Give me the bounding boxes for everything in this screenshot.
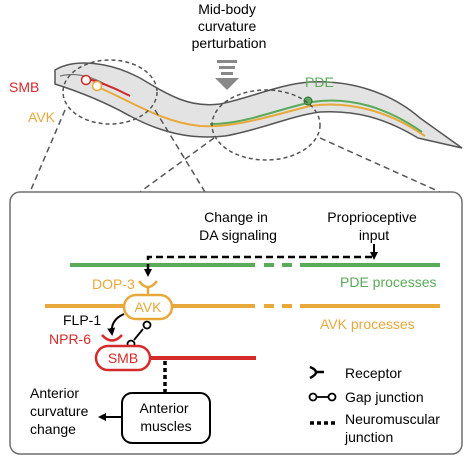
gap-junction-legend-icon: [308, 392, 337, 402]
smb-node-label: SMB: [108, 350, 138, 366]
zoom-guides: [29, 109, 441, 193]
worm-illustration: Mid-body curvature perturbation SMB AVK …: [9, 1, 463, 161]
pde-worm-label: PDE: [305, 74, 334, 90]
smb-worm-label: SMB: [9, 79, 39, 95]
anterior-muscles-label: Anterior muscles: [140, 400, 193, 434]
avk-worm-label: AVK: [28, 109, 56, 125]
receptor-legend-label: Receptor: [345, 365, 402, 381]
flp1-arrow: [107, 313, 125, 336]
dop3-label: DOP-3: [92, 276, 135, 292]
nmj-legend-label: Neuromuscular junction: [344, 411, 444, 445]
proprioceptive-label: Proprioceptive input: [327, 209, 420, 243]
npr6-receptor-icon: [101, 334, 123, 342]
midbody-zoom-circle: [211, 89, 321, 161]
perturbation-label: Mid-body curvature perturbation: [192, 1, 267, 51]
perturbation-arrow-icon: [215, 60, 239, 90]
avk-cell-body: [91, 80, 103, 92]
worm-body: [54, 62, 463, 149]
avk-processes-label: AVK processes: [320, 316, 415, 332]
avk-node: [122, 293, 174, 321]
anterior-muscles-box: [121, 392, 211, 444]
da-change-label: Change in DA signaling: [199, 209, 277, 243]
avk-node-label: AVK: [135, 299, 163, 315]
anterior-curvature-label: Anterior curvature change: [30, 385, 92, 437]
gap-junction-legend-label: Gap junction: [345, 389, 424, 405]
avk-process-worm: [94, 85, 426, 137]
dop3-receptor-icon: [138, 280, 158, 289]
da-signaling-arrow: [144, 255, 372, 277]
smb-node: [94, 344, 152, 372]
pde-processes-label: PDE processes: [340, 274, 436, 290]
smb-cell-body: [80, 74, 92, 86]
flp1-label: FLP-1: [63, 312, 101, 328]
npr6-label: NPR-6: [49, 331, 91, 347]
legend: Receptor Gap junction Neuromuscular junc…: [308, 365, 444, 445]
head-zoom-circle: [62, 59, 158, 125]
receptor-legend-icon: [309, 365, 318, 380]
